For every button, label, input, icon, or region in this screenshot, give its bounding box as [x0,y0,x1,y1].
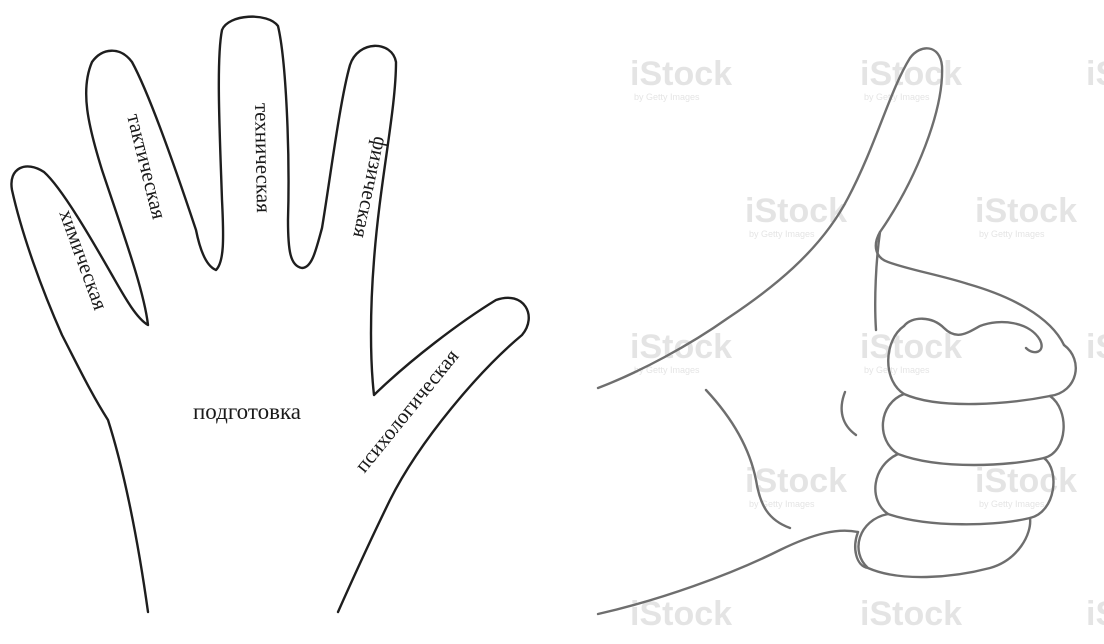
finger-label-middle: техническая [250,103,276,214]
watermark: iStock [860,595,962,633]
watermark-grid: iStock by Getty Images iStock by Getty I… [630,55,1104,633]
watermark: iStock [1086,328,1104,366]
watermark-sub: by Getty Images [634,92,700,102]
finger-label-index: физическая [348,135,393,241]
watermark-sub: by Getty Images [979,499,1045,509]
watermark-sub: by Getty Images [749,499,815,509]
watermark: iStock [975,462,1077,500]
watermark: iStock [630,55,732,93]
finger-label-ring: тактическая [122,111,171,222]
watermark-sub: by Getty Images [979,229,1045,239]
hand-diagram: химическая тактическая техническая физич… [11,17,528,612]
watermark: iStock [1086,595,1104,633]
center-label: подготовка [193,399,301,424]
watermark: iStock [860,328,962,366]
fist-underside [855,532,868,568]
watermark-sub: by Getty Images [864,365,930,375]
watermark: iStock [975,192,1077,230]
palm-crease [842,392,856,435]
watermark: iStock [1086,55,1104,93]
watermark-sub: by Getty Images [749,229,815,239]
thumbs-up-illustration: iStock by Getty Images iStock by Getty I… [598,48,1104,633]
watermark: iStock [860,55,962,93]
watermark-sub: by Getty Images [864,92,930,102]
